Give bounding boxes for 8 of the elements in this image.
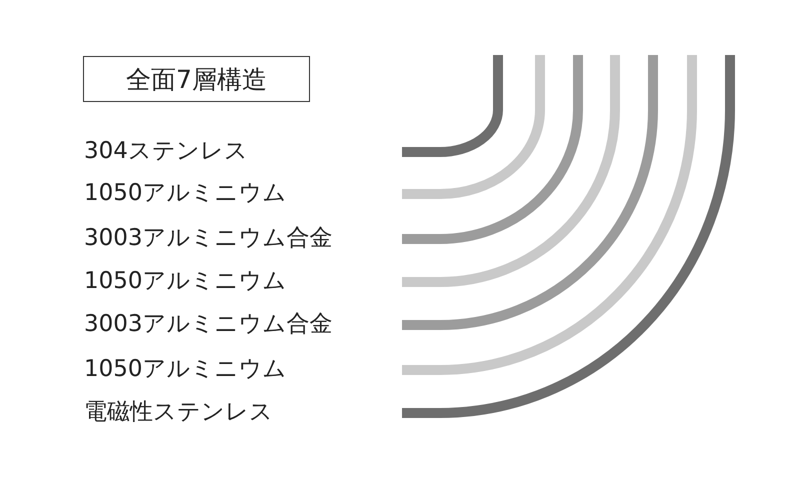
layer-label: 3003アルミニウム合金	[84, 224, 333, 252]
layer-label: 1050アルミニウム	[84, 179, 287, 207]
layer-label: 3003アルミニウム合金	[84, 310, 333, 338]
layer-label: 1050アルミニウム	[84, 267, 287, 295]
layer-label: 電磁性ステンレス	[84, 398, 273, 426]
layer-label: 304ステンレス	[84, 137, 248, 165]
layer-label: 1050アルミニウム	[84, 355, 287, 383]
title-box: 全面7層構造	[83, 56, 310, 102]
